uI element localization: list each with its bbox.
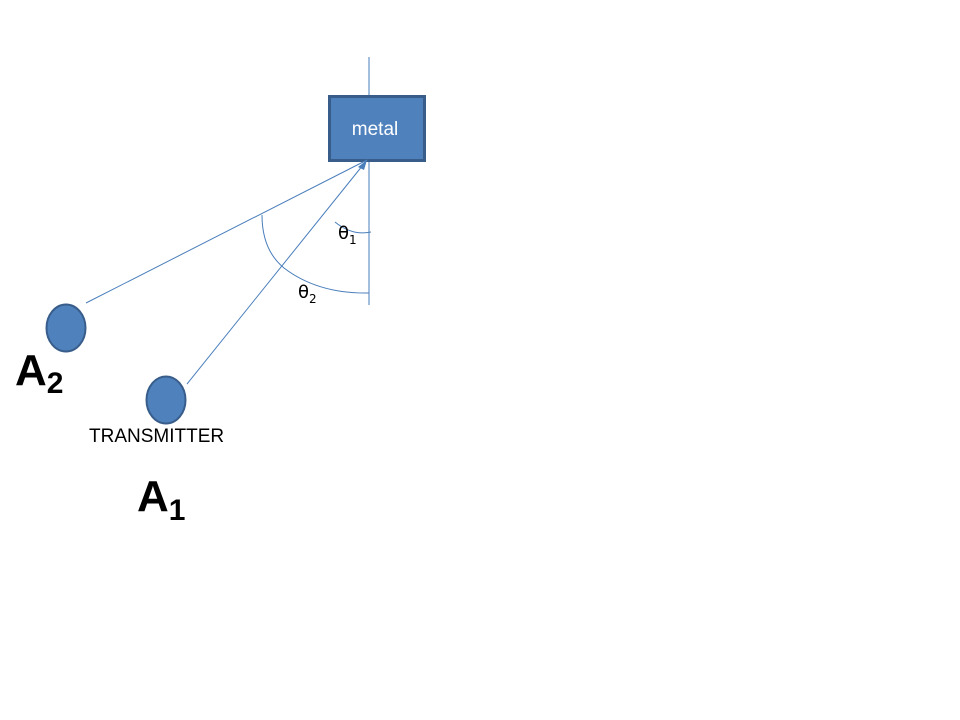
metal-label: metal [352,119,398,140]
angle-arc-theta2 [261,214,370,294]
antenna-a1-label: A1 [137,472,185,527]
theta1-symbol: θ [338,223,349,244]
antenna-a2-circle [45,303,87,353]
antenna-a1-subscript: 1 [169,494,186,527]
theta2-subscript: 2 [309,292,317,306]
incident-ray-a1 [186,159,368,385]
antenna-a1-letter: A [137,472,169,521]
theta2-label: θ2 [298,282,317,306]
antenna-a2-letter: A [15,346,47,395]
angle-arc-theta1 [334,221,372,234]
antenna-a2-subscript: 2 [47,367,64,400]
transmitter-label: TRANSMITTER [89,426,224,447]
theta1-subscript: 1 [349,233,357,247]
antenna-a1-circle [145,375,187,425]
metal-block [328,95,426,162]
reflected-ray-a2 [85,159,368,304]
arrow-head [358,160,367,170]
theta1-label: θ1 [338,223,357,247]
theta2-symbol: θ [298,282,309,303]
antenna-a2-label: A2 [15,346,63,400]
